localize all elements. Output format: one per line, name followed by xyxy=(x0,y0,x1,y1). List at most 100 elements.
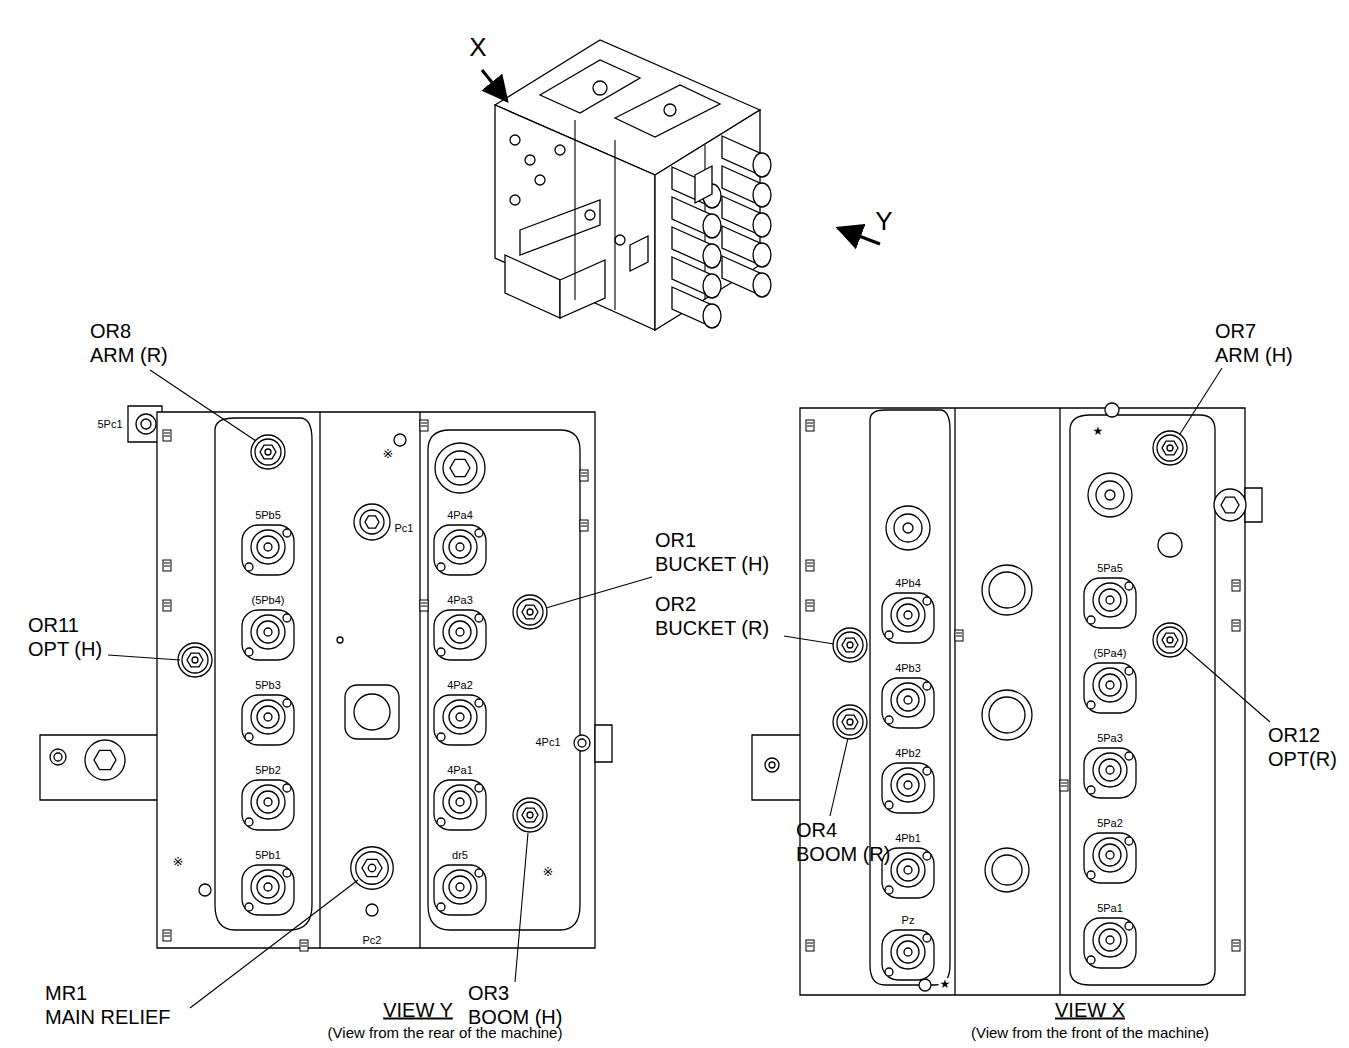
outline-circle xyxy=(283,699,291,707)
edge-marker xyxy=(806,940,814,951)
edge-marker xyxy=(1232,620,1240,631)
outline-circle xyxy=(449,621,471,643)
hex-nut xyxy=(842,638,858,652)
outline-circle xyxy=(535,175,545,185)
hex-nut xyxy=(94,750,116,769)
marker-line xyxy=(807,606,813,607)
cap-end xyxy=(703,214,721,238)
marker-line xyxy=(164,936,170,937)
marker-line xyxy=(1233,586,1239,587)
marker-box xyxy=(806,560,814,571)
marker-line xyxy=(164,933,170,934)
outline-circle xyxy=(1125,752,1133,760)
outline-circle xyxy=(245,563,253,571)
outline-circle xyxy=(891,598,925,632)
outline-circle xyxy=(897,604,919,626)
outline-circle xyxy=(1167,637,1173,643)
marker-line xyxy=(956,636,962,637)
outline-circle xyxy=(1099,929,1121,951)
marker-box xyxy=(1232,940,1240,951)
edge-marker xyxy=(955,630,963,641)
port-name: dr5 xyxy=(451,849,469,862)
marker-box xyxy=(420,420,428,431)
marker-box xyxy=(420,600,428,611)
outline-circle xyxy=(443,451,477,485)
outline-circle xyxy=(903,523,913,533)
port-name: 4Pb1 xyxy=(894,832,922,845)
marker-line xyxy=(301,946,307,947)
outline-circle xyxy=(443,785,477,819)
outline-circle xyxy=(1099,759,1121,781)
marker-box xyxy=(163,560,171,571)
outline-circle xyxy=(1214,489,1246,521)
cap-end xyxy=(753,153,771,177)
outline-circle xyxy=(886,506,930,550)
outline-circle xyxy=(1125,582,1133,590)
port-name: 5Pa5 xyxy=(1096,562,1124,575)
outline-circle xyxy=(923,852,931,860)
leader-line xyxy=(546,577,652,608)
marker-line xyxy=(807,566,813,567)
hex-nut xyxy=(1162,633,1178,647)
outline-circle xyxy=(891,853,925,887)
pilot-port-symbol xyxy=(434,695,486,745)
outline-circle xyxy=(513,595,547,629)
port-name: 5Pb2 xyxy=(254,764,282,777)
outline-circle xyxy=(885,886,893,894)
outline-circle xyxy=(1153,431,1187,465)
outline-circle xyxy=(992,855,1022,885)
port-flange xyxy=(434,695,486,745)
outline-circle xyxy=(847,719,853,725)
outline-circle xyxy=(245,818,253,826)
port-name: (5Pa4) xyxy=(1092,647,1127,660)
marker-line xyxy=(164,563,170,564)
leader-line xyxy=(1180,368,1222,434)
pilot-port-symbol xyxy=(242,780,294,830)
hex-nut xyxy=(362,859,382,876)
outline-circle xyxy=(837,709,863,735)
callout-label: BOOM (R) xyxy=(796,843,890,866)
port-flange xyxy=(1084,918,1136,968)
outline-circle xyxy=(264,713,272,721)
marker-line xyxy=(421,603,427,604)
note-mark: ※ xyxy=(542,865,555,880)
valve-left-face xyxy=(495,105,655,330)
marker-line xyxy=(421,423,427,424)
marker-line xyxy=(1233,623,1239,624)
marker-box xyxy=(580,520,588,531)
cap-end xyxy=(753,273,771,297)
outline-circle xyxy=(664,104,676,116)
casting-outline xyxy=(428,430,580,930)
port-flange xyxy=(882,678,934,728)
outline-circle xyxy=(1099,844,1121,866)
marker-box xyxy=(580,470,588,481)
pilot-port-symbol xyxy=(882,763,934,813)
edge-marker xyxy=(163,560,171,571)
outline-circle xyxy=(897,689,919,711)
port-name: 4Pa3 xyxy=(446,594,474,607)
hex-nut xyxy=(522,605,538,619)
casting-line xyxy=(574,120,575,300)
outline-circle xyxy=(475,869,483,877)
outline-circle xyxy=(1099,674,1121,696)
hex-nut xyxy=(522,808,538,822)
relief-valve-symbol xyxy=(1153,623,1187,657)
callout-number: OR2 xyxy=(655,593,696,616)
outline-circle xyxy=(1153,623,1187,657)
outline-circle xyxy=(1096,481,1124,509)
outline-circle xyxy=(251,870,285,904)
outline-circle xyxy=(527,812,533,818)
outline-circle xyxy=(1093,583,1127,617)
port-name: 5Pa1 xyxy=(1096,902,1124,915)
edge-marker xyxy=(580,470,588,481)
mounting-bracket xyxy=(40,735,160,800)
casting-line xyxy=(614,140,615,310)
outline-circle xyxy=(1087,871,1095,879)
edge-marker xyxy=(420,600,428,611)
outline-circle xyxy=(85,740,125,780)
port-name: 5Pc1 xyxy=(96,418,123,431)
mounting-bracket xyxy=(752,735,805,800)
outline-circle xyxy=(885,801,893,809)
outline-circle xyxy=(264,798,272,806)
